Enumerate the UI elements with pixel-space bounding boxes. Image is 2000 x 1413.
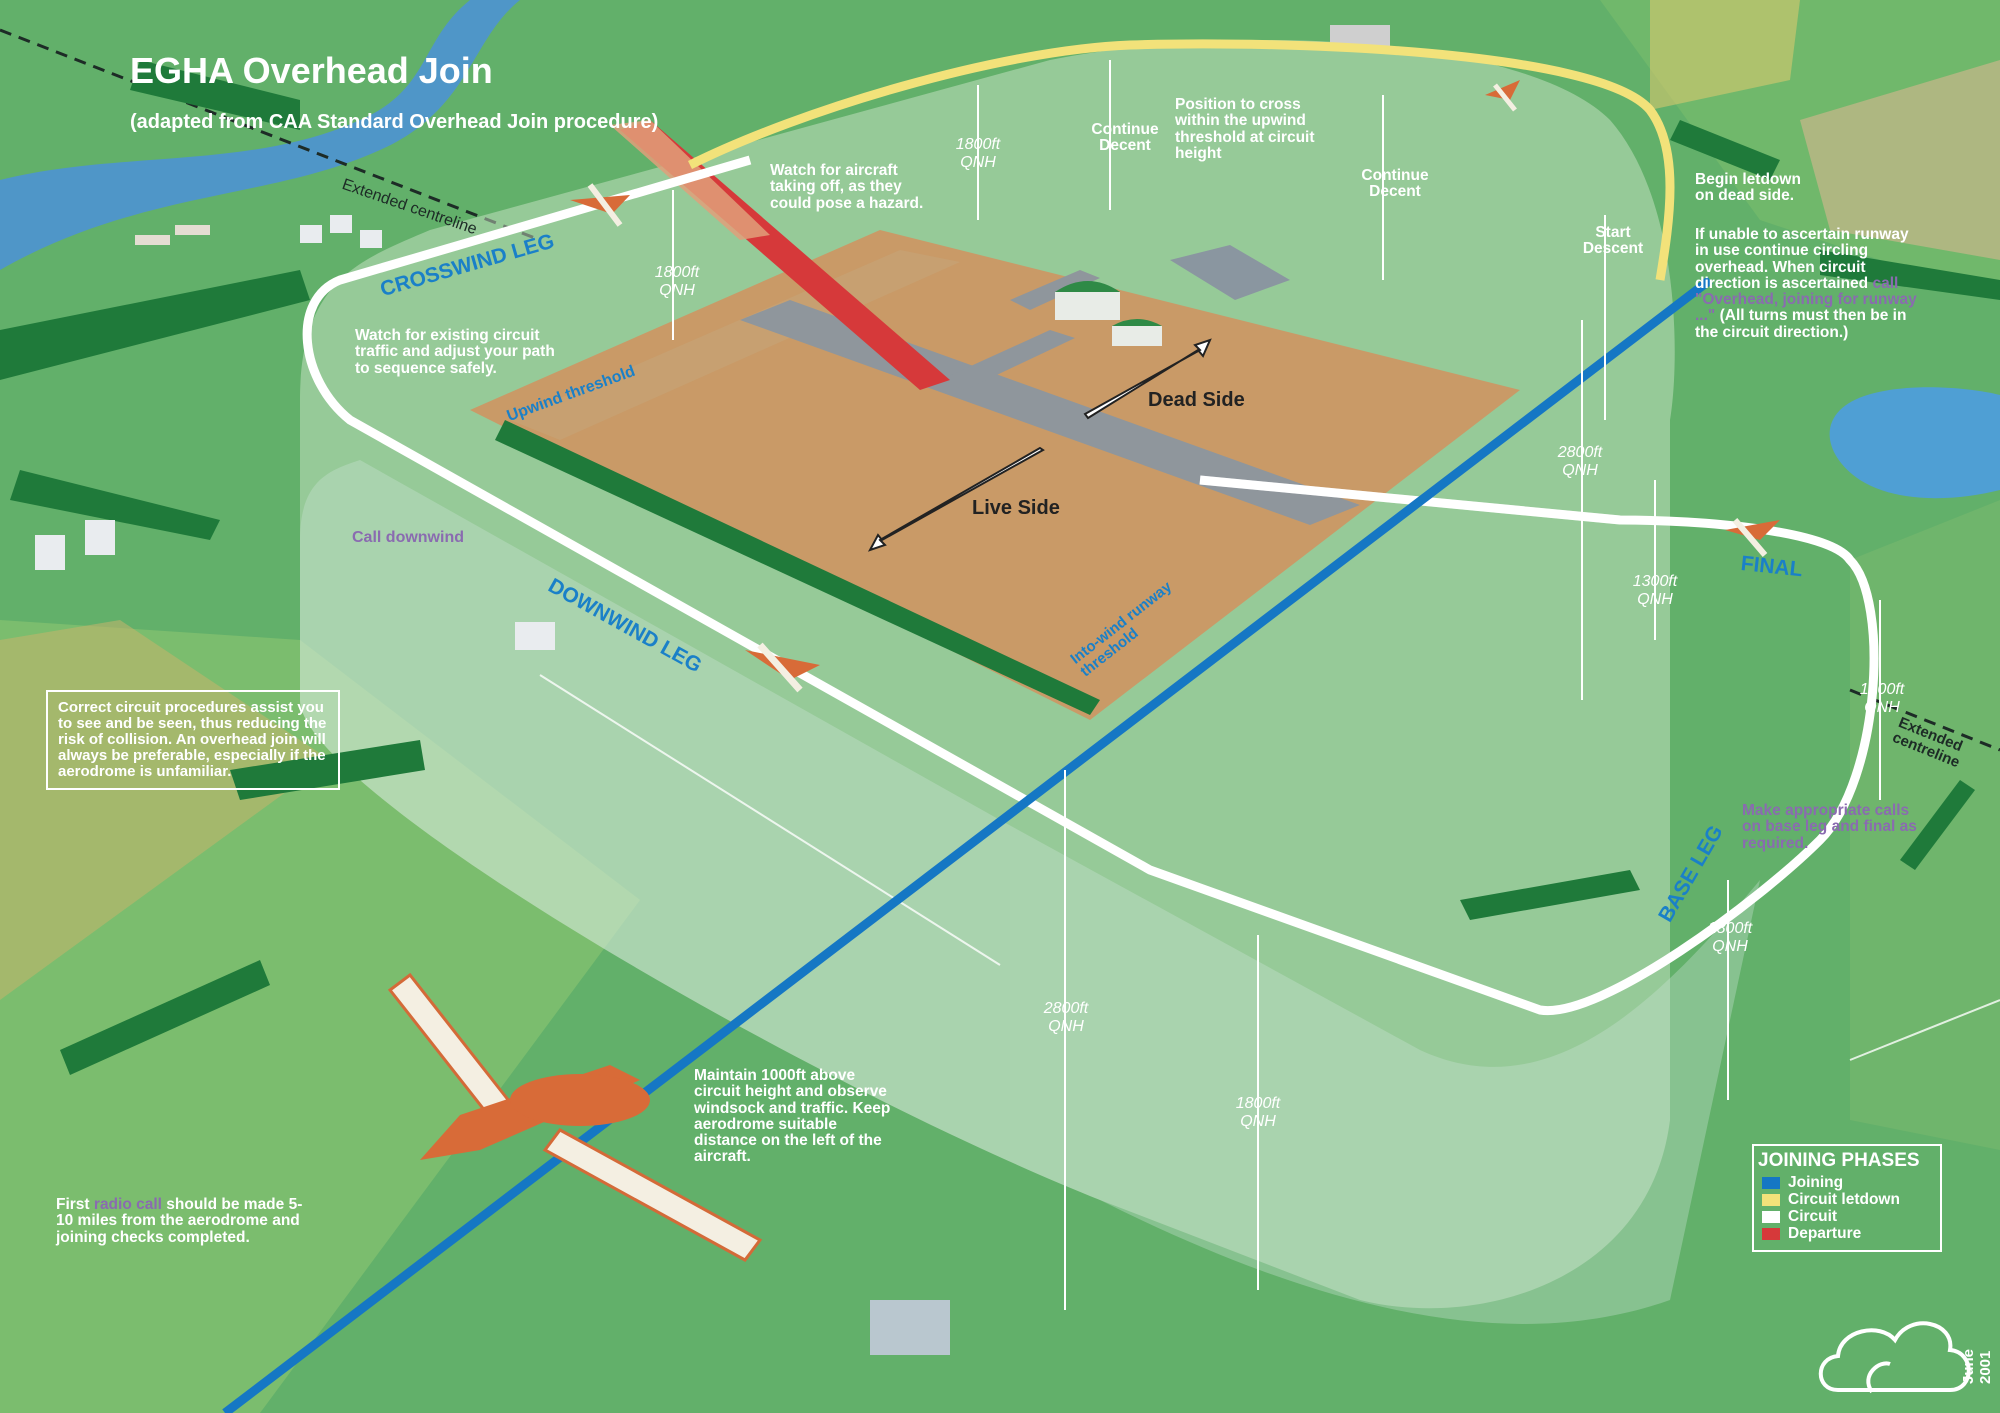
legend-title: JOINING PHASES [1758, 1150, 1920, 1171]
altitude-label: 1800ft QNH [955, 136, 1001, 171]
altitude-label: 1800ft QNH [1707, 920, 1753, 955]
begin-letdown-note: Begin letdown on dead side. [1695, 171, 1801, 205]
parking-area [1170, 245, 1290, 300]
page-title: EGHA Overhead Join [130, 50, 493, 91]
continue-descent-1: Continue Decent [1091, 121, 1159, 155]
first-call-note: First radio call should be made 5-10 mil… [56, 1196, 316, 1246]
aircraft-final [1725, 518, 1780, 557]
altitude-label: 1800ft QNH [654, 264, 700, 299]
aircraft-letdown [1485, 80, 1520, 112]
legend-item: Circuit [1762, 1208, 1940, 1225]
legend-item: Circuit letdown [1762, 1191, 1940, 1208]
legend-label: Circuit letdown [1788, 1191, 1900, 1208]
tree-line [0, 60, 2000, 1075]
altitude-label: 1400ft QNH [1859, 681, 1905, 716]
dead-side-arrow [1083, 338, 1212, 420]
joining-path [222, 276, 1713, 1413]
river [0, 0, 520, 270]
watch-circuit-note: Watch for existing circuit traffic and a… [355, 327, 555, 377]
altitude-label: 2800ft QNH [1557, 444, 1603, 479]
continue-descent-2: Continue Decent [1361, 167, 1429, 201]
altitude-label: 1800ft QNH [1235, 1095, 1281, 1130]
maintain-height-note: Maintain 1000ft above circuit height and… [694, 1067, 891, 1166]
position-to-cross-note: Position to cross within the upwind thre… [1175, 96, 1315, 162]
dead-side-label: Dead Side [1148, 389, 1245, 411]
circuit-letdown-path [687, 39, 1675, 281]
circuit-direction-note: If unable to ascertain runway in use con… [1695, 226, 1920, 341]
make-calls-note: Make appropriate calls on base leg and f… [1742, 802, 1917, 852]
watch-takeoff-note: Watch for aircraft taking off, as they c… [770, 162, 924, 212]
first-call-post: should be made 5-10 miles from the aerod… [56, 1196, 303, 1246]
correct-circuit-box: Correct circuit procedures assist you to… [46, 690, 340, 791]
legend-swatch [1762, 1176, 1780, 1189]
cloud-logo [1818, 1321, 1971, 1394]
joining-phases-legend: JOINING PHASES Joining Circuit letdown C… [1752, 1144, 1942, 1252]
legend-label: Joining [1788, 1174, 1844, 1191]
radio-call-highlight: radio call [93, 1196, 162, 1213]
aircraft-crosswind [570, 183, 630, 227]
altitude-label: 2800ft QNH [1043, 1000, 1089, 1035]
start-descent-note: Start Descent [1582, 224, 1644, 258]
legend-swatch [1762, 1193, 1780, 1206]
call-downwind-label: Call downwind [352, 529, 464, 546]
first-call-pre: First [56, 1196, 90, 1213]
lake [1829, 387, 2000, 499]
turns-note-text: (All turns must then be in the circuit d… [1695, 307, 1907, 341]
village [35, 25, 1390, 1355]
circuit-path [302, 155, 1879, 1016]
legend-label: Departure [1788, 1225, 1862, 1242]
circuit-direction-text: If unable to ascertain runway in use con… [1695, 226, 1909, 292]
legend-swatch [1762, 1227, 1780, 1240]
aircraft-joining [387, 972, 763, 1262]
altitude-label: 1300ft QNH [1632, 573, 1678, 608]
page-subtitle: (adapted from CAA Standard Overhead Join… [130, 111, 659, 133]
overhead-call-text: call "Overhead, joining for runway ..." [1695, 274, 1917, 325]
legend-item: Joining [1762, 1174, 1940, 1191]
date-label: June 2001 [1960, 1348, 1994, 1384]
aircraft-downwind [745, 642, 820, 693]
legend-label: Circuit [1788, 1208, 1838, 1225]
hangar [1055, 292, 1120, 320]
altitude-markers [672, 60, 1881, 1310]
live-side-label: Live Side [972, 497, 1060, 519]
extended-centreline-top [0, 28, 541, 242]
legend-item: Departure [1762, 1225, 1940, 1242]
legend-swatch [1762, 1210, 1780, 1223]
live-side-arrow [867, 446, 1045, 552]
